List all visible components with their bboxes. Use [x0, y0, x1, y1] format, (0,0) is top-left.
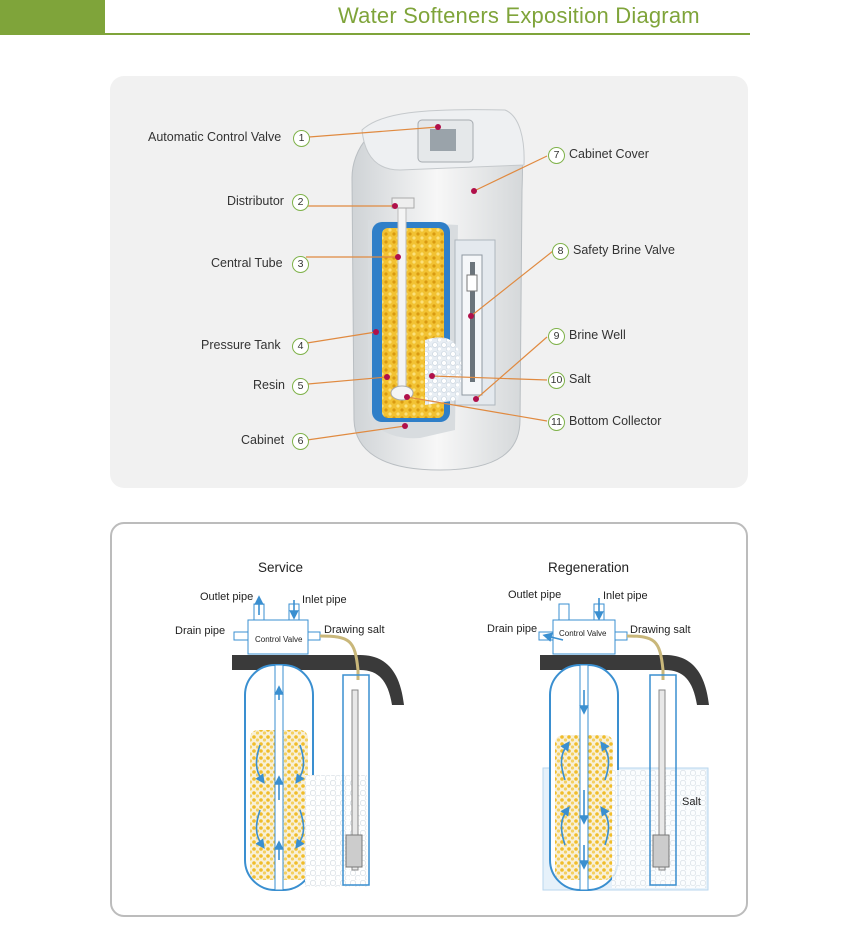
regeneration-inlet-label: Inlet pipe [603, 590, 648, 602]
service-control-valve-label: Control Valve [255, 635, 303, 644]
label-resin: Resin [253, 378, 285, 392]
header-rule [0, 33, 750, 35]
label-pressure-tank: Pressure Tank [201, 338, 281, 352]
callout-number: 5 [292, 378, 309, 395]
label-cabinet: Cabinet [241, 433, 285, 447]
page-title: Water Softeners Exposition Diagram [338, 3, 700, 28]
service-drawing-salt-label: Drawing salt [324, 624, 385, 636]
regeneration-drawing-salt-label: Drawing salt [630, 624, 691, 636]
callout-number: 7 [548, 147, 565, 164]
regeneration-drain-label: Drain pipe [487, 623, 538, 635]
callout-number: 3 [292, 256, 309, 273]
callout-number: 1 [293, 130, 310, 147]
label-salt: Salt [569, 372, 591, 386]
label-distributor: Distributor [227, 194, 284, 208]
label-brine-well: Brine Well [569, 328, 626, 342]
callout-number: 6 [292, 433, 309, 450]
regeneration-diagram [538, 598, 709, 891]
label-safety-brine-valve: Safety Brine Valve [573, 243, 675, 257]
label-central-tube: Central Tube [211, 256, 283, 270]
service-diagram [232, 595, 404, 891]
callout-number: 2 [292, 194, 309, 211]
callout-number: 9 [548, 328, 565, 345]
callout-number: 4 [292, 338, 309, 355]
callout-number: 11 [548, 414, 565, 431]
regeneration-outlet-label: Outlet pipe [508, 589, 562, 601]
regeneration-salt-label: Salt [682, 796, 701, 808]
service-title: Service [258, 560, 304, 575]
service-drain-label: Drain pipe [175, 625, 226, 637]
callout-number: 10 [548, 372, 565, 389]
service-outlet-label: Outlet pipe [200, 591, 254, 603]
regeneration-title: Regeneration [548, 560, 630, 575]
label-automatic-control-valve: Automatic Control Valve [148, 130, 282, 144]
label-cabinet-cover: Cabinet Cover [569, 147, 649, 161]
regeneration-control-valve-label: Control Valve [559, 629, 607, 638]
service-inlet-label: Inlet pipe [302, 594, 347, 606]
callout-number: 8 [552, 243, 569, 260]
header-accent-block [0, 0, 105, 34]
label-bottom-collector: Bottom Collector [569, 414, 662, 428]
